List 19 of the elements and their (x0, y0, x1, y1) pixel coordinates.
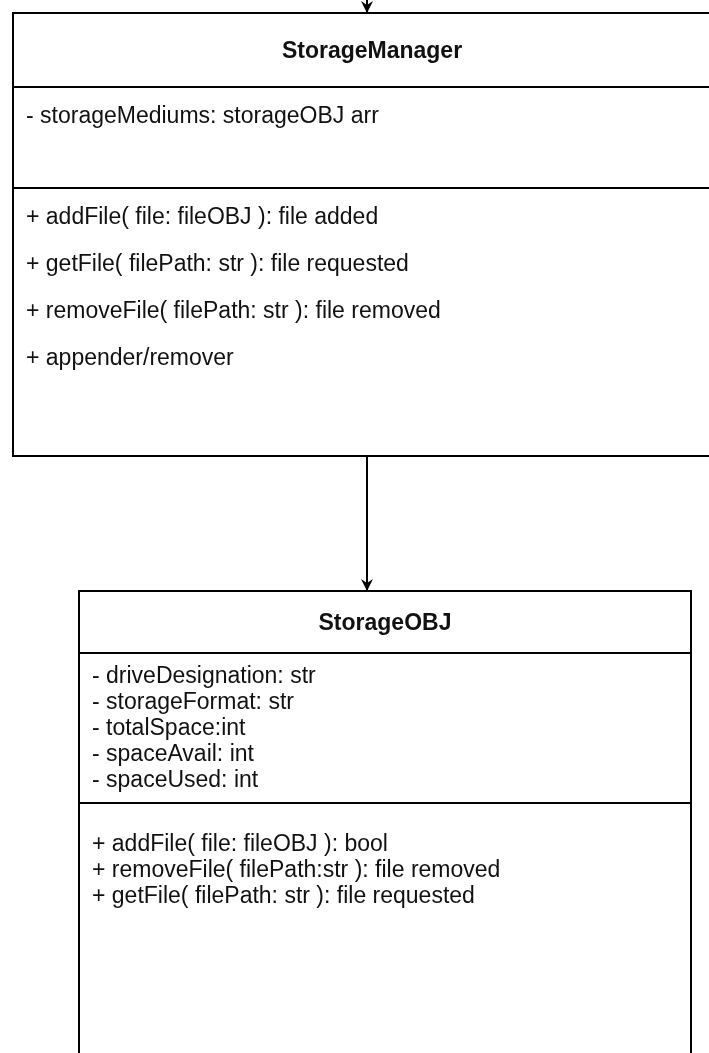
arrow (361, 0, 373, 13)
attribute-text: - storageMediums: storageOBJ arr (26, 102, 379, 128)
method-text: + removeFile( filePath:str ): file removed (92, 856, 501, 882)
method-text: + removeFile( filePath: str ): file removed (26, 297, 441, 323)
method-text: + addFile( file: fileOBJ ): file added (26, 203, 379, 229)
class-box (12, 12, 709, 457)
method-text: + addFile( file: fileOBJ ): bool (92, 830, 388, 856)
method-text: + appender/remover (26, 344, 234, 370)
class-box (78, 590, 692, 1053)
method-text: + getFile( filePath: str ): file requested (26, 250, 409, 276)
class-name: StorageOBJ (318, 608, 452, 636)
attribute-text: - driveDesignation: str (92, 662, 316, 688)
attribute-text: - spaceUsed: int (92, 766, 259, 792)
arrow (361, 456, 373, 591)
method-text: + getFile( filePath: str ): file requested (92, 882, 475, 908)
class-name: StorageManager (281, 36, 463, 64)
attribute-text: - spaceAvail: int (92, 740, 254, 766)
attribute-text: - totalSpace:int (92, 714, 246, 740)
attribute-text: - storageFormat: str (92, 688, 294, 714)
